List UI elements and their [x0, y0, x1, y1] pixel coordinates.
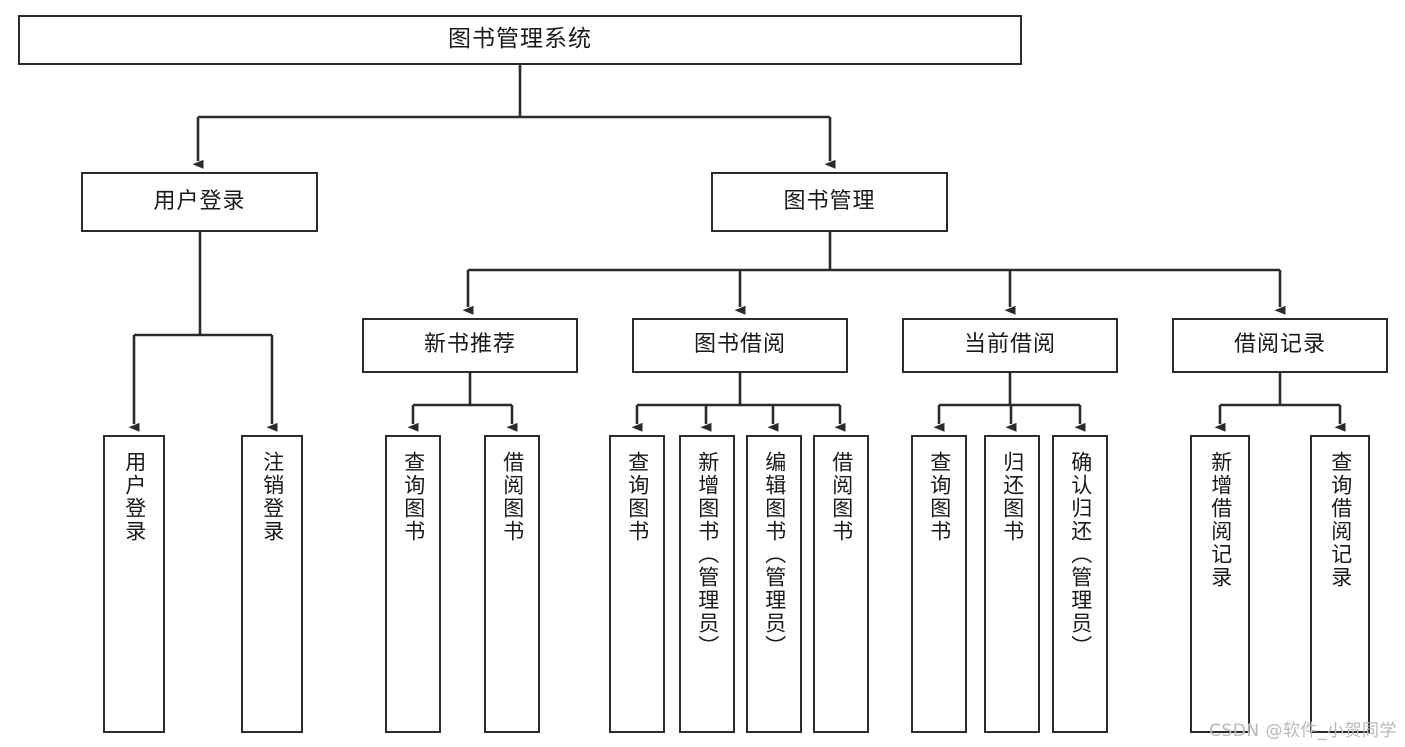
node-leaf-edit-book[interactable]: 编辑图书（管理员） [746, 435, 802, 733]
node-borrow-record-label: 借阅记录 [1233, 332, 1326, 358]
node-leaf-return-book[interactable]: 归还图书 [984, 435, 1040, 733]
node-book-borrow[interactable]: 图书借阅 [632, 318, 848, 373]
node-leaf-borrow-book-label: 借阅图书 [829, 451, 854, 543]
node-root-label: 图书管理系统 [448, 26, 592, 53]
node-leaf-borrow-book-new[interactable]: 借阅图书 [484, 435, 540, 733]
node-root[interactable]: 图书管理系统 [18, 15, 1022, 65]
node-leaf-user-login-label: 用户登录 [122, 451, 147, 543]
node-leaf-confirm-return-label: 确认归还（管理员） [1068, 451, 1093, 658]
node-leaf-query-book-current-label: 查询图书 [927, 451, 952, 543]
watermark: CSDN @软件_小贺同学 [1209, 721, 1397, 741]
node-new-book-recommend-label: 新书推荐 [423, 332, 516, 358]
node-leaf-query-book-new[interactable]: 查询图书 [385, 435, 441, 733]
node-leaf-user-login[interactable]: 用户登录 [103, 435, 165, 733]
node-leaf-add-borrow-record[interactable]: 新增借阅记录 [1190, 435, 1250, 733]
node-book-manage-label: 图书管理 [783, 188, 876, 214]
node-leaf-logout[interactable]: 注销登录 [241, 435, 303, 733]
node-leaf-borrow-book[interactable]: 借阅图书 [813, 435, 869, 733]
node-leaf-query-book-new-label: 查询图书 [401, 451, 426, 543]
node-leaf-query-book-borrow-label: 查询图书 [625, 451, 650, 543]
node-user-login-label: 用户登录 [153, 188, 246, 214]
node-leaf-query-book-borrow[interactable]: 查询图书 [609, 435, 665, 733]
node-book-manage[interactable]: 图书管理 [711, 172, 948, 232]
node-current-borrow-label: 当前借阅 [963, 332, 1056, 358]
node-leaf-query-book-current[interactable]: 查询图书 [911, 435, 967, 733]
node-book-borrow-label: 图书借阅 [693, 332, 786, 358]
node-leaf-query-borrow-record[interactable]: 查询借阅记录 [1310, 435, 1370, 733]
node-leaf-edit-book-label: 编辑图书（管理员） [762, 451, 787, 658]
node-leaf-add-book-label: 新增图书（管理员） [695, 451, 720, 658]
node-leaf-add-book[interactable]: 新增图书（管理员） [679, 435, 735, 733]
node-leaf-return-book-label: 归还图书 [1000, 451, 1025, 543]
node-leaf-query-borrow-record-label: 查询借阅记录 [1328, 451, 1353, 589]
node-current-borrow[interactable]: 当前借阅 [902, 318, 1118, 373]
node-new-book-recommend[interactable]: 新书推荐 [362, 318, 578, 373]
node-user-login[interactable]: 用户登录 [81, 172, 318, 232]
node-borrow-record[interactable]: 借阅记录 [1172, 318, 1388, 373]
node-leaf-borrow-book-new-label: 借阅图书 [500, 451, 525, 543]
node-leaf-logout-label: 注销登录 [260, 451, 285, 543]
node-leaf-confirm-return[interactable]: 确认归还（管理员） [1052, 435, 1108, 733]
node-leaf-add-borrow-record-label: 新增借阅记录 [1208, 451, 1233, 589]
